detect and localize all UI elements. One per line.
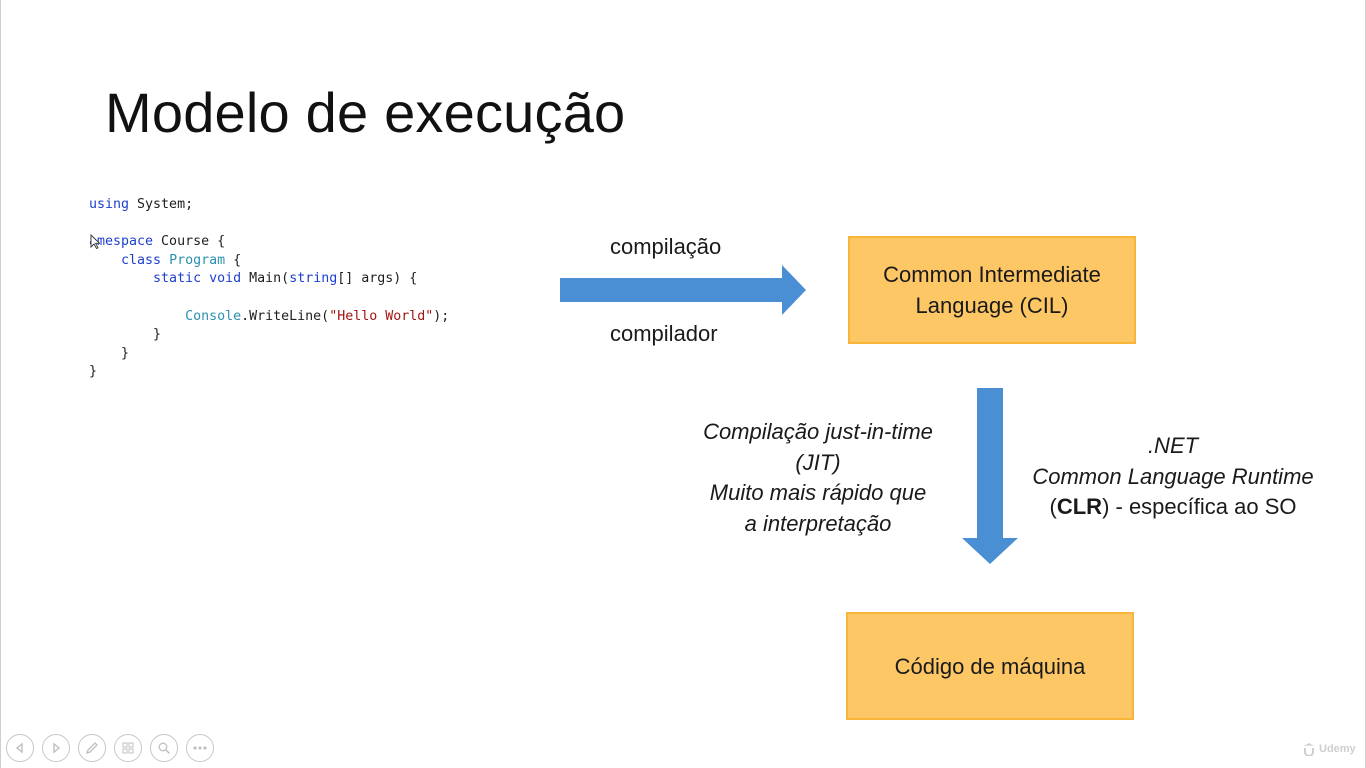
code-token: string — [289, 271, 338, 287]
code-line — [89, 215, 449, 234]
slides-icon[interactable] — [114, 734, 142, 762]
code-token — [161, 253, 169, 268]
code-token: class — [121, 252, 162, 268]
code-block: using System; amespace Course { class Pro… — [89, 196, 449, 382]
code-token — [89, 271, 153, 286]
code-line: } — [89, 326, 449, 345]
slide-title: Modelo de execução — [105, 81, 626, 144]
code-token — [89, 253, 121, 268]
code-token: Course { — [153, 234, 226, 250]
jit-line1: Compilação just-in-time — [703, 419, 933, 444]
code-token: .WriteLine( — [241, 308, 330, 324]
clr-line3-rest: ) - específica ao SO — [1102, 494, 1297, 519]
code-line: class Program { — [89, 252, 449, 271]
zoom-icon[interactable] — [150, 734, 178, 762]
jit-line3: Muito mais rápido que — [709, 480, 927, 505]
udemy-logo-icon — [1304, 743, 1314, 756]
clr-line3: (CLR) - específica ao SO — [1018, 492, 1328, 523]
down-arrow-icon — [962, 388, 1018, 564]
code-token — [201, 271, 209, 286]
jit-line2: (JIT) — [795, 449, 841, 475]
code-line — [89, 289, 449, 308]
compiler-label: compilador — [610, 321, 718, 346]
compilation-label: compilação — [610, 234, 722, 259]
code-token: System; — [129, 197, 194, 212]
clr-acronym: CLR — [1056, 494, 1103, 519]
previous-icon[interactable] — [6, 734, 34, 762]
code-token: static — [153, 271, 202, 287]
code-line: static void Main(string[] args) { — [89, 270, 449, 289]
code-line: Console.WriteLine("Hello World"); — [89, 308, 449, 327]
code-line: } — [89, 345, 449, 364]
jit-description: Compilação just-in-time (JIT) Muito mais… — [680, 417, 956, 539]
more-icon[interactable] — [186, 734, 214, 762]
jit-line4: a interpretação — [744, 510, 892, 536]
code-token: } — [89, 327, 162, 343]
code-token: } — [89, 345, 130, 361]
cil-box-line2: Language (CIL) — [915, 293, 1069, 318]
code-token: Program — [169, 252, 226, 268]
code-token: { — [225, 252, 242, 268]
clr-line1: .NET — [1147, 433, 1199, 458]
clr-paren-open: ( — [1049, 494, 1057, 519]
clr-line2: Common Language Runtime — [1032, 463, 1314, 489]
code-token — [89, 309, 185, 324]
machine-code-box: Código de máquina — [846, 612, 1134, 720]
cil-box: Common Intermediate Language (CIL) — [848, 236, 1136, 344]
clr-description: .NET Common Language Runtime (CLR) - esp… — [1018, 431, 1328, 523]
udemy-watermark: Udemy — [1302, 742, 1356, 756]
code-token: void — [209, 271, 242, 287]
watermark-text: Udemy — [1319, 743, 1356, 755]
code-token: [] args) { — [337, 271, 418, 287]
code-token: Console — [185, 308, 242, 324]
next-icon[interactable] — [42, 734, 70, 762]
code-token: ); — [433, 308, 450, 324]
code-line: } — [89, 363, 449, 382]
code-token: } — [89, 364, 98, 380]
machine-code-label: Código de máquina — [894, 653, 1086, 679]
slideshow-controls — [6, 734, 214, 766]
code-line: using System; — [89, 196, 449, 215]
code-token: "Hello World" — [329, 308, 434, 324]
pen-icon[interactable] — [78, 734, 106, 762]
cil-box-line1: Common Intermediate — [883, 262, 1101, 287]
right-arrow-icon — [560, 265, 806, 315]
code-token: Main( — [241, 271, 290, 287]
code-token: amespace — [89, 234, 154, 250]
mouse-cursor-icon — [90, 234, 100, 249]
code-line: amespace Course { — [89, 233, 449, 252]
code-token: using — [89, 197, 130, 212]
frame-left-edge — [0, 0, 1, 768]
